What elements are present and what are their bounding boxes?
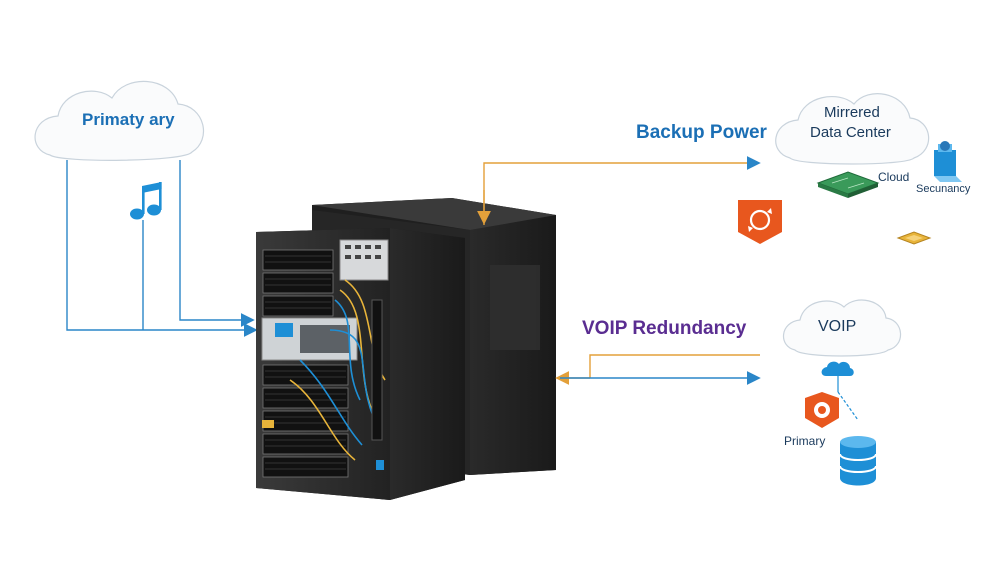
primary-server-rack: [256, 228, 465, 500]
backup-power-label: Backup Power: [636, 122, 767, 143]
primary-cloud-label: Primaty ary: [82, 110, 175, 129]
sync-icon: [738, 200, 782, 244]
mirrored-label-line1: Mirrered: [824, 104, 880, 121]
cloud-network-icon: [821, 361, 859, 421]
voip-cloud: [783, 299, 902, 357]
backup-power-connector: [477, 162, 560, 225]
database-icon: [839, 436, 877, 486]
music-note-icon: [130, 182, 162, 220]
mirrored-data-center-cloud: [775, 93, 930, 165]
voip-cloud-label: VOIP: [818, 318, 857, 335]
gear-badge-icon: [805, 392, 839, 428]
voip-connector: [555, 354, 761, 385]
chip-icon: [896, 231, 932, 245]
secondary-label: Secunancy: [916, 183, 971, 195]
primary-connection-lines: [66, 160, 258, 337]
server-user-icon: [934, 141, 962, 182]
mirrored-label-line2: Data Center: [810, 124, 891, 141]
voip-redundancy-label: VOIP Redundancy: [582, 318, 747, 339]
circuit-board-icon: [816, 171, 880, 198]
primary-small-label: Primary: [784, 434, 826, 448]
cloud-label: Cloud: [878, 170, 910, 184]
primary-cloud: [34, 80, 205, 161]
